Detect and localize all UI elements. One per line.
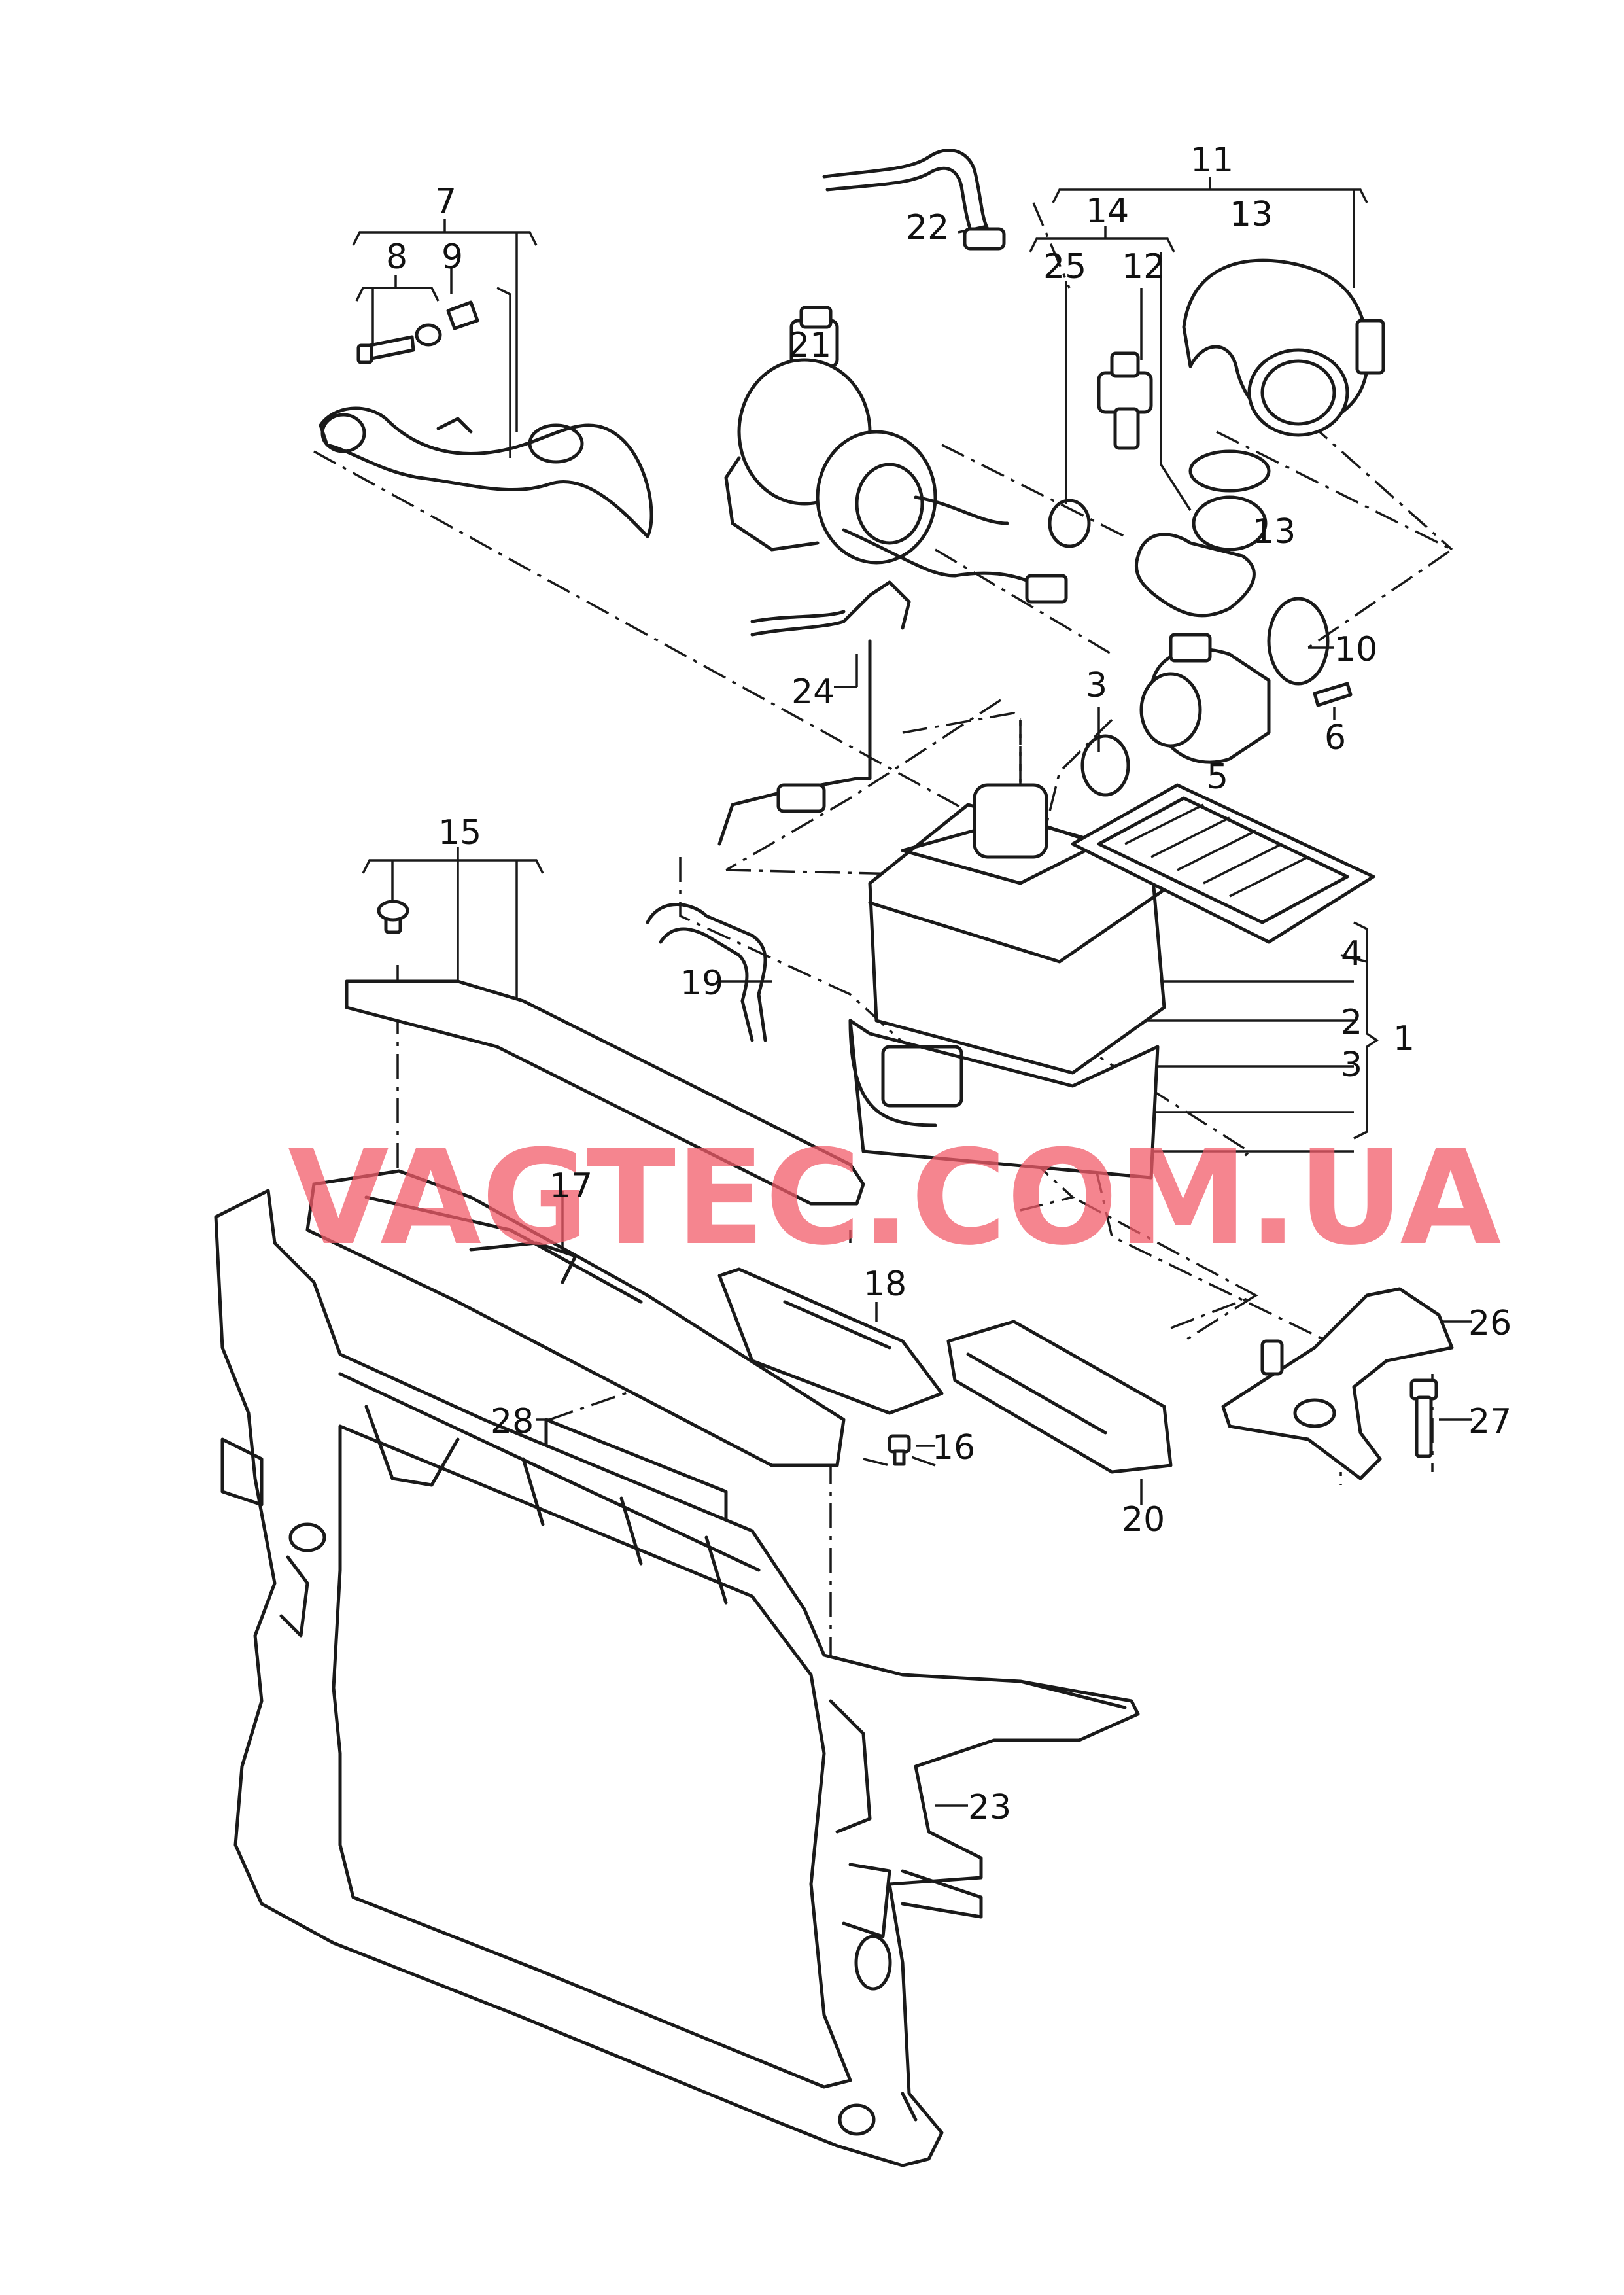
callout-28: 28 (491, 1402, 534, 1441)
bolts-8-9 (356, 300, 479, 364)
callout-8: 8 (386, 237, 407, 277)
callout-23: 23 (968, 1788, 1011, 1827)
part-17-air-duct (305, 1169, 846, 1467)
callout-13b: 13 (1253, 512, 1296, 552)
callout-16: 16 (932, 1428, 975, 1467)
callout-12: 12 (1122, 247, 1165, 287)
callout-3b: 3 (1341, 1045, 1362, 1085)
part-11-intake-hose (1182, 258, 1385, 437)
part-20-duct (946, 1320, 1173, 1474)
part-3-seal (1080, 734, 1130, 797)
part-10-clamp (1267, 597, 1330, 686)
part-4-filter-element (1071, 783, 1375, 944)
callout-19: 19 (680, 964, 723, 1003)
part-16-bolt (888, 1434, 911, 1466)
part-24-vacuum-line (717, 580, 911, 846)
callout-20: 20 (1122, 1500, 1165, 1539)
callout-7: 7 (435, 182, 457, 221)
part-22-clip (963, 227, 1006, 251)
callout-6: 6 (1324, 718, 1346, 758)
vent-hose (822, 149, 1006, 251)
assembly-lines (313, 202, 1455, 1675)
callout-9: 9 (441, 237, 463, 277)
callout-21: 21 (788, 326, 831, 365)
callout-14: 14 (1086, 192, 1129, 231)
callout-26: 26 (1468, 1304, 1512, 1343)
part-1-air-filter-housing (848, 783, 1166, 1180)
part-6-screw (1313, 682, 1353, 707)
callout-15: 15 (438, 813, 481, 852)
part-7-intake-pipe (319, 406, 653, 538)
callout-3a: 3 (1086, 666, 1107, 705)
watermark: VAGTEC.COM.UA (288, 1122, 1501, 1274)
part-25-o-ring (1048, 499, 1091, 548)
callout-22: 22 (906, 208, 949, 247)
callout-17: 17 (549, 1166, 593, 1206)
part-18-duct (717, 1267, 944, 1415)
callout-labels: 1 2 3 3 4 5 6 7 8 9 10 11 12 13 13 14 15… (386, 141, 1512, 1827)
callout-5: 5 (1207, 758, 1228, 797)
callout-25: 25 (1043, 247, 1086, 287)
part-27-bolt (1409, 1378, 1438, 1458)
callout-24: 24 (791, 673, 835, 712)
callout-11: 11 (1190, 141, 1234, 180)
part-15-cover (345, 900, 865, 1206)
callout-27: 27 (1468, 1402, 1512, 1441)
callout-4: 4 (1341, 934, 1362, 973)
callout-18: 18 (863, 1265, 907, 1304)
part-26-bracket (1221, 1287, 1454, 1480)
callout-13a: 13 (1230, 195, 1273, 234)
leader-lines (352, 177, 1472, 1807)
callout-1: 1 (1393, 1019, 1415, 1059)
part-21-turbocharger (724, 306, 1068, 604)
part-13-hose (1134, 449, 1271, 618)
part-5-air-mass-meter (1139, 633, 1271, 764)
callout-10: 10 (1334, 630, 1377, 669)
part-12-sensor (1097, 351, 1153, 450)
part-19-hose (646, 903, 767, 1042)
part-23-lock-carrier (214, 1189, 1140, 2167)
callout-2: 2 (1341, 1003, 1362, 1042)
